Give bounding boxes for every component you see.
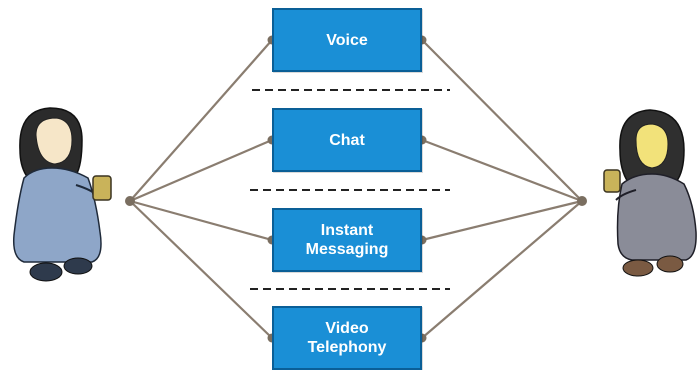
connector-left-chat bbox=[129, 138, 273, 203]
instant-messaging-label-line2: Messaging bbox=[305, 241, 389, 258]
right-person-right-foot bbox=[656, 255, 684, 273]
left-person-phone-icon bbox=[92, 175, 112, 201]
connector-right-chat bbox=[421, 138, 583, 203]
right-person-arm bbox=[615, 189, 637, 201]
voice-box: Voice bbox=[272, 8, 422, 72]
video-telephony-label-line1: Video bbox=[325, 320, 369, 337]
connector-right-video bbox=[421, 200, 583, 339]
chat-label: Chat bbox=[329, 131, 365, 149]
left-hub-node bbox=[125, 196, 135, 206]
right-person-figure bbox=[603, 109, 697, 277]
right-person-phone-icon bbox=[603, 169, 621, 193]
connector-left-im bbox=[129, 199, 273, 242]
left-person-figure bbox=[12, 107, 112, 282]
right-person-body bbox=[616, 173, 697, 261]
instant-messaging-label-line1: Instant bbox=[320, 222, 374, 239]
left-person-face bbox=[35, 117, 73, 165]
video-telephony-label-line2: Telephony bbox=[307, 339, 387, 356]
right-person-left-foot bbox=[622, 259, 654, 277]
connector-right-im bbox=[421, 199, 583, 242]
connector-left-video bbox=[129, 200, 273, 339]
right-person-face bbox=[635, 123, 669, 169]
left-person-left-foot bbox=[29, 262, 63, 282]
connector-left-voice bbox=[129, 39, 273, 202]
voice-label: Voice bbox=[326, 31, 368, 49]
video-telephony-box: Video Telephony bbox=[272, 306, 422, 370]
left-person-right-foot bbox=[63, 257, 93, 275]
right-connectors bbox=[421, 39, 583, 339]
left-person-body bbox=[12, 167, 102, 263]
left-connectors bbox=[129, 39, 273, 339]
connector-right-voice bbox=[421, 39, 583, 202]
chat-box: Chat bbox=[272, 108, 422, 172]
instant-messaging-box: Instant Messaging bbox=[272, 208, 422, 272]
separators bbox=[250, 89, 450, 290]
right-hub-node bbox=[577, 196, 587, 206]
